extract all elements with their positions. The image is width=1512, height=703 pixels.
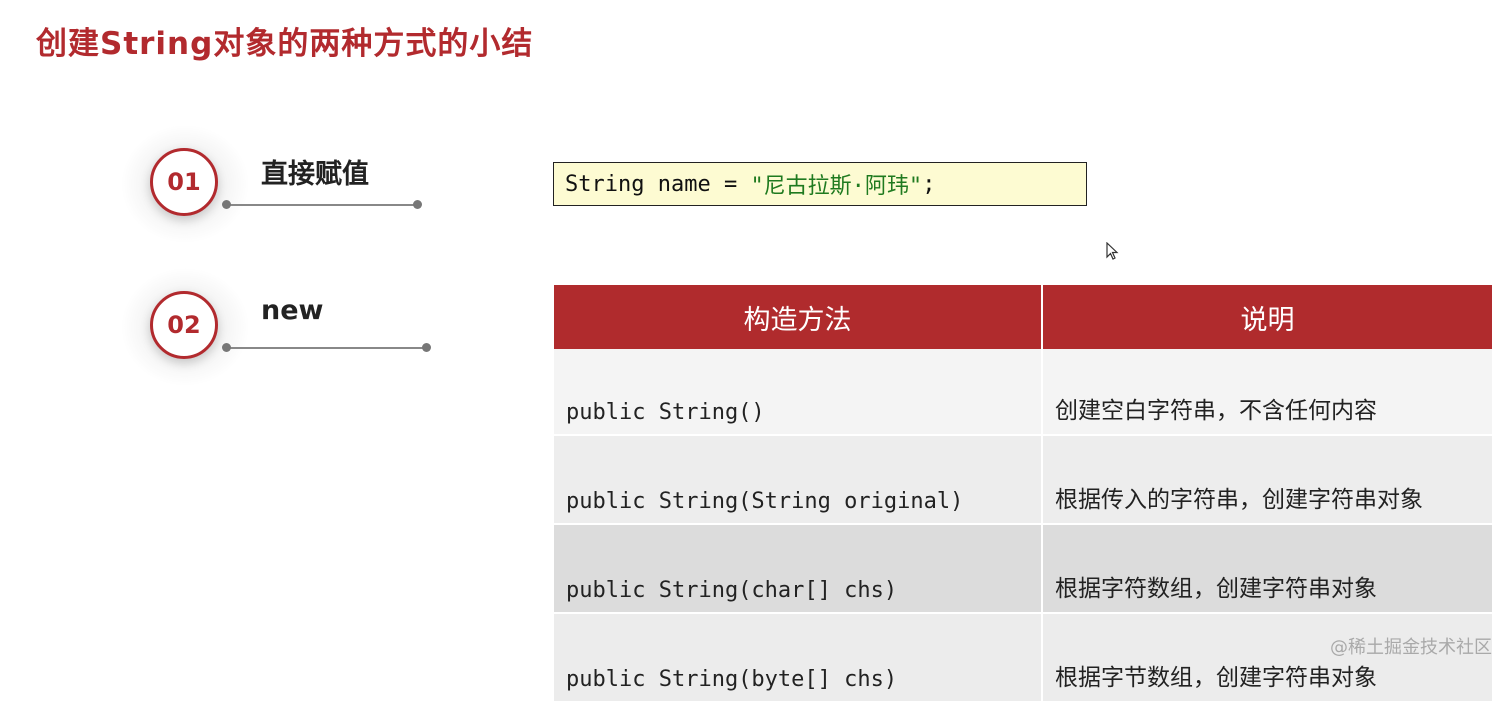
code-prefix: String name = <box>565 171 751 197</box>
constructor-description: 根据传入的字符串，创建字符串对象 <box>1043 436 1492 525</box>
page-title: 创建String对象的两种方式的小结 <box>36 26 534 62</box>
line-start-dot <box>222 200 231 209</box>
line-end-dot <box>422 343 431 352</box>
constructor-description: 创建空白字符串，不含任何内容 <box>1043 349 1492 436</box>
code-suffix: ; <box>922 171 936 197</box>
constructor-signature: public String() <box>554 349 1043 436</box>
bullet-label: 直接赋值 <box>261 159 369 190</box>
number-label: 02 <box>167 311 201 339</box>
table-header-row: 构造方法 说明 <box>554 285 1492 349</box>
header-constructor: 构造方法 <box>554 285 1043 349</box>
bullet-new: 02 new <box>120 267 450 387</box>
constructor-signature: public String(char[] chs) <box>554 525 1043 614</box>
bullet-direct-assign: 01 直接赋值 <box>120 124 450 244</box>
divider-line <box>226 204 418 206</box>
constructor-signature: public String(String original) <box>554 436 1043 525</box>
watermark: @稀土掘金技术社区 <box>1330 637 1492 658</box>
mouse-pointer-icon <box>1106 242 1119 260</box>
table-row: public String(String original) 根据传入的字符串，… <box>554 436 1492 525</box>
header-description: 说明 <box>1043 285 1492 349</box>
number-badge: 01 <box>150 148 218 216</box>
line-end-dot <box>413 200 422 209</box>
table-row: public String() 创建空白字符串，不含任何内容 <box>554 349 1492 436</box>
divider-line <box>226 347 426 349</box>
code-string-literal: "尼古拉斯·阿玮" <box>750 174 923 199</box>
number-label: 01 <box>167 168 201 196</box>
line-start-dot <box>222 343 231 352</box>
code-example: String name = "尼古拉斯·阿玮"; <box>553 162 1087 206</box>
constructor-description: 根据字符数组，创建字符串对象 <box>1043 525 1492 614</box>
table-row: public String(char[] chs) 根据字符数组，创建字符串对象 <box>554 525 1492 614</box>
constructor-signature: public String(byte[] chs) <box>554 614 1043 703</box>
number-badge: 02 <box>150 291 218 359</box>
bullet-label: new <box>261 295 324 326</box>
